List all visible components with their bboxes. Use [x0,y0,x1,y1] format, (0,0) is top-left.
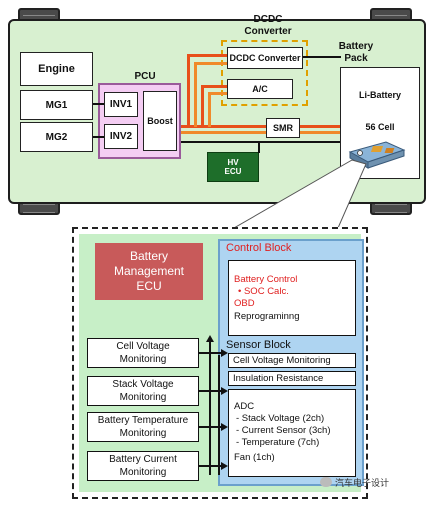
hv-ecu-block: HV ECU [207,152,259,182]
inv2-label: INV2 [109,131,133,142]
mg1-block: MG1 [20,90,93,120]
arrow-temperature-head [221,423,228,431]
pcu-title: PCU [134,70,156,82]
smr-box: SMR [266,118,300,138]
engine-block: Engine [20,52,93,86]
lv-wire-dcdc-battery [303,56,341,58]
monitor-stack-voltage-line2: Monitoring [119,392,167,403]
battery-ecu-module-icon [348,141,406,169]
hv-wire-riser-1 [187,54,190,127]
sensor-adc-label: ADC [234,401,255,412]
arrow-stack-voltage-head [221,387,228,395]
sensor-current-sensor: - Current Sensor (3ch) [236,425,331,436]
dcdc-converter-label: DCDC Converter [229,53,301,63]
bm-ecu-line3: ECU [136,279,162,293]
inv1-label: INV1 [109,99,133,110]
monitor-cell-voltage-line1: Cell Voltage [116,341,170,352]
sensor-temperature: - Temperature (7ch) [236,437,320,448]
control-block-box [228,260,356,336]
monitor-stack-voltage: Stack Voltage Monitoring [87,376,199,406]
li-battery-label: Li-Battery [358,90,401,100]
dcdc-converter-box: DCDC Converter [227,47,303,69]
monitor-battery-current: Battery Current Monitoring [87,451,199,481]
hv-wire-to-dcdc [187,54,227,57]
dcdc-title: DCDC Converter [228,14,308,38]
boost-label: Boost [147,116,173,126]
cell-count-label: 56 Cell [365,122,395,132]
hv-wire-to-dcdc-2 [194,62,227,65]
sensor-stack-voltage: - Stack Voltage (2ch) [236,413,325,424]
ac-label: A/C [252,84,268,94]
control-soc-calc: • SOC Calc. [238,286,289,297]
watermark-text: 汽车电子设计 [335,477,390,488]
smr-label: SMR [273,123,293,133]
arrow-current-head [221,462,228,470]
engine-label: Engine [38,63,75,75]
hv-wire-to-ac [201,85,227,88]
signal-line-ecu [181,141,340,143]
monitor-battery-current-line2: Monitoring [119,467,167,478]
sensor-fan: Fan (1ch) [234,452,275,463]
boost-block: Boost [143,91,177,151]
arrow-cell-voltage-head [221,349,228,357]
hv-ecu-line2: ECU [224,167,242,176]
control-block-title: Control Block [226,242,292,254]
monitor-battery-temperature-line2: Monitoring [119,428,167,439]
mg2-inv2-link [93,136,104,138]
dcdc-title-line2: Converter [244,26,292,37]
monitor-bus-arrow-up [206,335,214,342]
monitor-cell-voltage: Cell Voltage Monitoring [87,338,199,368]
inv1-block: INV1 [104,92,138,117]
ac-box: A/C [227,79,293,99]
dcdc-converter-frame [221,40,308,106]
control-battery-control: Battery Control [234,274,298,285]
hv-wire-riser-3 [201,85,204,127]
hv-wire-pcu-smr-2 [181,131,266,134]
hv-ecu-line1: HV [227,158,239,167]
zoom-callout [232,159,367,229]
monitor-battery-temperature-line1: Battery Temperature [97,415,189,426]
signal-line-ecu-drop [258,141,260,153]
hv-wire-riser-4 [208,92,211,127]
control-obd: OBD [234,298,255,309]
battery-pack-title-line1: Battery [338,41,374,52]
hv-wire-smr-battery [300,125,340,128]
hv-wire-smr-battery-2 [300,131,340,134]
sensor-cell-voltage-monitoring: Cell Voltage Monitoring [228,353,356,368]
sensor-adc-box [228,389,356,477]
mg1-label: MG1 [45,99,68,111]
battery-pack-title: Battery Pack [328,40,384,66]
monitor-cell-voltage-line2: Monitoring [119,354,167,365]
sensor-block-title: Sensor Block [226,339,291,351]
sensor-insulation-resistance: Insulation Resistance [228,371,356,386]
monitor-battery-current-line1: Battery Current [109,454,177,465]
monitor-battery-temperature: Battery Temperature Monitoring [87,412,199,442]
hv-wire-to-ac-2 [208,92,227,95]
inv2-block: INV2 [104,124,138,149]
watermark: 汽车电子设计 [320,474,430,490]
monitor-stack-voltage-line1: Stack Voltage [112,379,174,390]
hv-wire-pcu-smr [181,125,266,128]
control-reprogramming: Reprograminng [234,311,300,322]
mg1-inv1-link [93,103,104,105]
sensor-bus-line [218,355,220,475]
hv-wire-riser-2 [194,62,197,127]
bm-ecu-line2: Management [113,264,185,278]
mg2-label: MG2 [45,131,68,143]
mg2-block: MG2 [20,122,93,152]
wechat-icon [320,477,332,487]
battery-pack-title-line2: Pack [344,53,368,64]
bm-ecu-line1: Battery [129,249,168,263]
dcdc-title-line1: DCDC [253,14,283,25]
monitor-bus-line [209,341,211,475]
battery-management-ecu-block: Battery Management ECU [95,243,203,300]
